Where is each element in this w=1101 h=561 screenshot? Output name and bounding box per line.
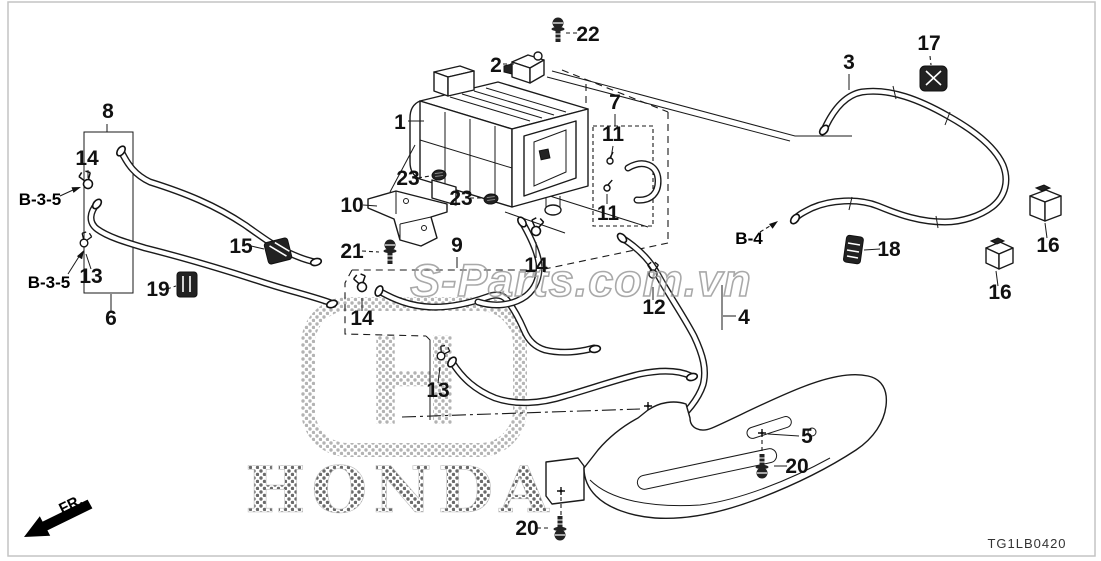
hose-13 [445,354,699,407]
honda-brand-watermark: HONDA [245,453,555,528]
part-callout-2-1: 2 [490,54,502,77]
part-callout-14-16: 14 [524,254,548,277]
hose-3 [788,85,1010,229]
ref-label-layer: B-3-5B-3-5B-4 [19,190,763,292]
ref-label-B-3-5-0: B-3-5 [19,190,62,209]
clamp-14-b [528,216,545,238]
group-box-part7 [592,125,654,227]
part-callout-14-15: 14 [75,147,99,170]
fr-direction-arrow: FR. [24,492,93,537]
clip-19 [176,271,198,298]
clamp-14-c [352,272,370,294]
part-callout-7-6: 7 [609,91,621,114]
clip-15 [263,237,293,265]
part-callout-22-27: 22 [576,23,599,46]
diagram-code: TG1LB0420 [987,536,1066,551]
leader-lines [59,32,1048,529]
part-callout-19-23: 19 [146,278,169,301]
part-callout-1-0: 1 [394,111,406,134]
clip-11-b [602,177,613,193]
part-callout-3-2: 3 [843,51,855,74]
page-border [7,1,1096,557]
part-callout-17-21: 17 [917,32,940,55]
part-callout-13-13: 13 [79,265,102,288]
part-callout-8-7: 8 [102,100,114,123]
ref-label-B-4-2: B-4 [735,229,763,248]
part-callout-21-26: 21 [340,240,364,263]
bolt-20-b [552,515,568,542]
part-callout-16-20: 16 [988,281,1011,304]
group-box-part8 [83,131,134,294]
bolt-21 [382,238,398,265]
part-callout-6-5: 6 [105,307,117,330]
part-callout-23-29: 23 [449,187,472,210]
sparts-watermark: S-Parts.com.vn [410,255,752,306]
ref-label-B-3-5-1: B-3-5 [28,273,71,292]
part-callout-11-11: 11 [597,202,620,225]
valve-part2 [503,51,545,84]
clamp-13-a [77,230,94,250]
clip-18 [843,234,864,265]
honda-logo-watermark: H [301,297,527,457]
part-callout-16-19: 16 [1036,234,1059,257]
construction-lines [344,69,852,420]
part-callout-9-8: 9 [451,234,463,257]
hose-9 [372,283,602,356]
clip-17 [919,65,948,92]
part-callout-20-24: 20 [785,455,808,478]
connector-16-a [1029,184,1062,222]
bracket-10 [367,190,448,247]
part-callout-5-4: 5 [801,425,813,448]
part-callout-13-14: 13 [426,379,449,402]
part-callout-4-3: 4 [738,306,750,329]
honda-logo-letter: H [368,309,460,452]
part-callout-20-25: 20 [515,517,538,540]
part-callout-10-9: 10 [340,194,363,217]
bracket-5 [545,374,888,520]
hose-6 [87,196,340,310]
bolt-22 [550,16,566,43]
canister-part1 [409,65,589,216]
hose-elbow-11 [624,160,662,204]
part-callout-18-22: 18 [877,238,901,261]
part-callout-12-12: 12 [642,296,665,319]
connector-16-b [985,237,1014,270]
part-callout-15-18: 15 [229,235,253,258]
hose-canister-drop [474,214,543,309]
part-callout-23-28: 23 [396,167,419,190]
part-callout-11-10: 11 [602,123,625,146]
part-callout-14-17: 14 [350,307,374,330]
